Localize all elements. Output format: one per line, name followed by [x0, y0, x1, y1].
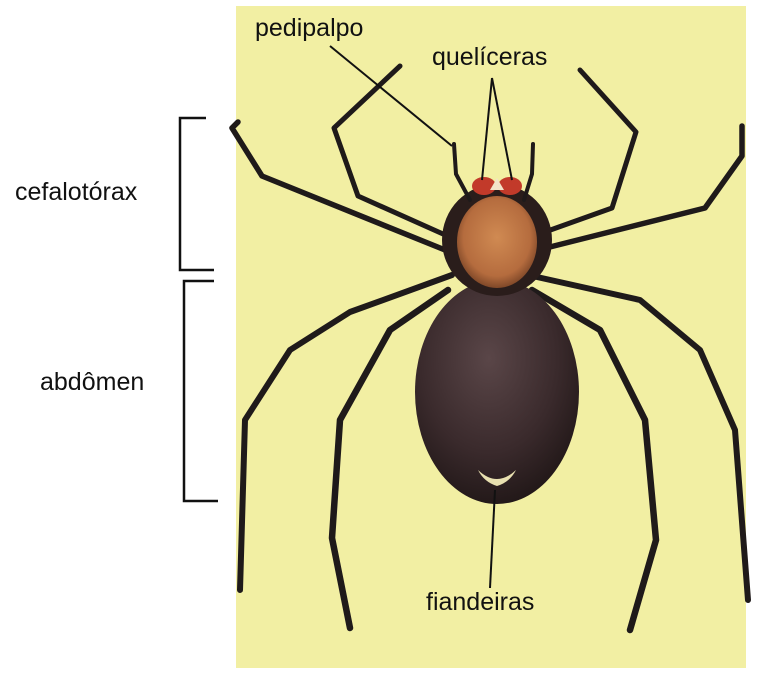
label-abdomen: abdômen [40, 370, 144, 395]
abdomen-body [415, 280, 579, 504]
label-queliceras: quelíceras [432, 45, 547, 70]
label-fiandeiras: fiandeiras [426, 590, 534, 615]
cephalothorax-body [457, 196, 537, 288]
cefalotorax-bracket [180, 118, 214, 270]
abdomen-bracket [184, 281, 218, 501]
label-cefalotorax: cefalotórax [15, 180, 137, 205]
label-pedipalpo: pedipalpo [255, 16, 363, 41]
